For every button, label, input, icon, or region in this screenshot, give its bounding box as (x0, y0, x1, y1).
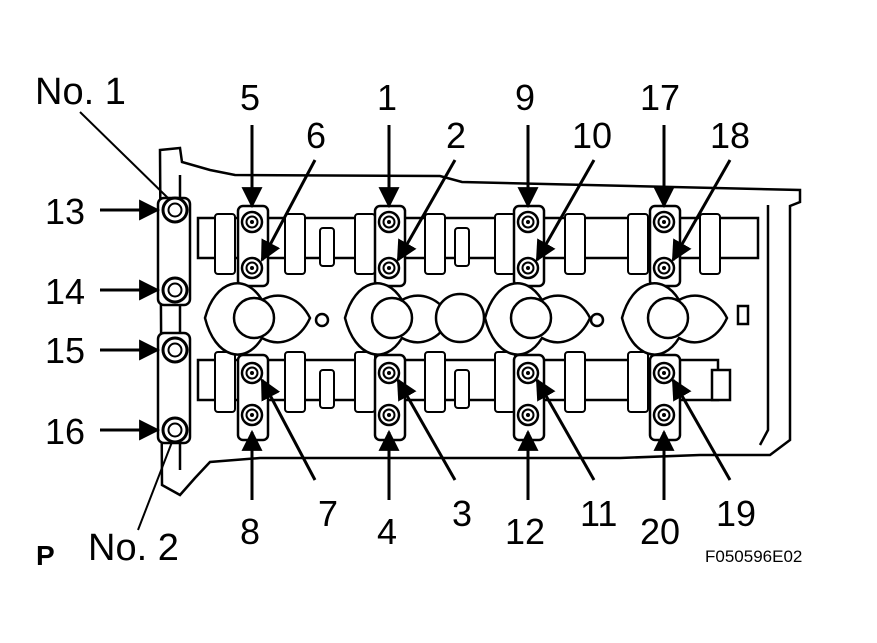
bolt-number-15: 15 (45, 330, 85, 371)
bolt-number-5: 5 (240, 77, 260, 118)
p-mark: P (36, 540, 55, 571)
bolt-number-1: 1 (377, 77, 397, 118)
bolt-number-16: 16 (45, 411, 85, 452)
bolt-number-20: 20 (640, 511, 680, 552)
cam-lobes-lower (214, 351, 649, 413)
no1-label: No. 1 (35, 71, 126, 113)
bolt-number-6: 6 (306, 115, 326, 156)
bolt-number-10: 10 (572, 115, 612, 156)
bolt-number-13: 13 (45, 191, 85, 232)
bolt-number-17: 17 (640, 77, 680, 118)
no2-label: No. 2 (88, 527, 179, 569)
bolt-number-9: 9 (515, 77, 535, 118)
bolt-number-19: 19 (716, 493, 756, 534)
bolt-number-12: 12 (505, 511, 545, 552)
spark-plug-holes (232, 292, 750, 344)
cam-lobes-upper (214, 213, 721, 275)
bolt-number-4: 4 (377, 511, 397, 552)
front-bearing-caps (156, 196, 192, 445)
bolt-number-14: 14 (45, 271, 85, 312)
bolt-number-18: 18 (710, 115, 750, 156)
bolt-number-8: 8 (240, 511, 260, 552)
bolt-number-2: 2 (446, 115, 466, 156)
bolt-number-7: 7 (318, 493, 338, 534)
arrows (100, 125, 732, 500)
leader-lines (79, 111, 173, 531)
bolt-number-11: 11 (580, 493, 617, 534)
figure-code: F050596E02 (705, 547, 802, 566)
bolt-number-3: 3 (452, 493, 472, 534)
